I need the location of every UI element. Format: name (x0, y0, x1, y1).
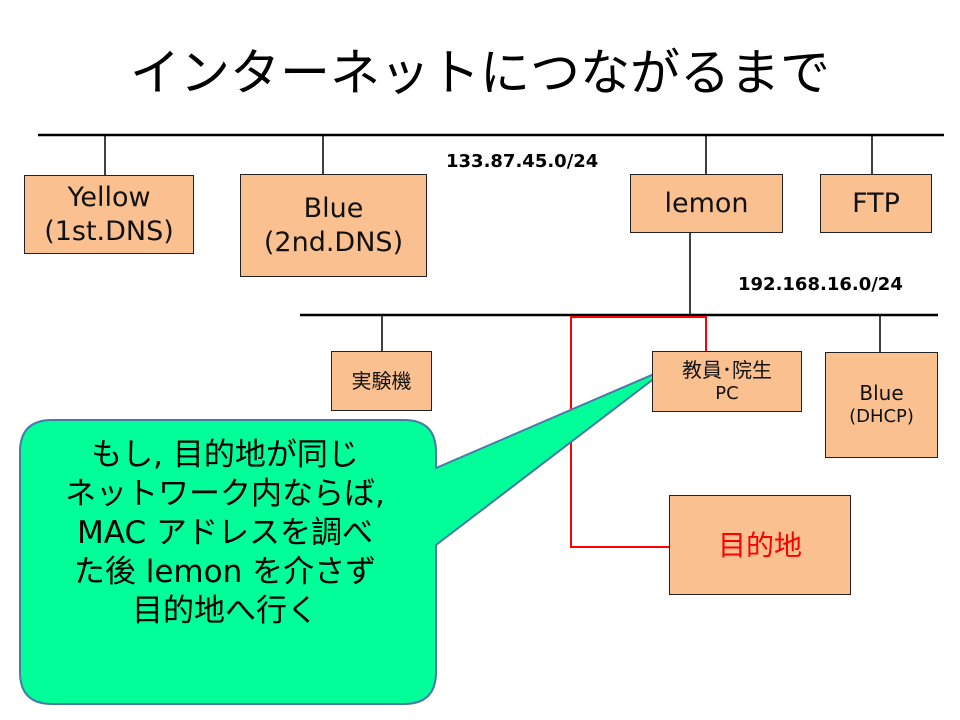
jikkenki-node: 実験機 (331, 351, 432, 411)
blue-dhcp-node: Blue (DHCP) (825, 352, 938, 458)
callout-line: ネットワーク内ならば, (65, 476, 385, 512)
callout-line: 目的地へ行く (132, 593, 318, 629)
dhcp-node-name: Blue (859, 381, 904, 406)
ftp-node-label: FTP (852, 187, 900, 219)
yellow-node-role: (1st.DNS) (44, 215, 174, 247)
callout-text: もし, 目的地が同じ ネットワーク内ならば, MAC アドレスを調べ た後 le… (20, 436, 430, 631)
blue-node-role: (2nd.DNS) (263, 226, 404, 258)
ftp-server-node: FTP (820, 174, 932, 233)
callout-line: た後 lemon を介さず (73, 554, 377, 590)
callout-bubble (19, 367, 669, 705)
slide-title: インターネットにつながるまで (130, 44, 830, 102)
destination-node: 目的地 (669, 495, 851, 595)
callout-line: もし, 目的地が同じ (91, 437, 359, 473)
lemon-router-node: lemon (630, 174, 783, 233)
staff-pc-name: 教員･院生 (682, 357, 772, 382)
dhcp-node-role: (DHCP) (849, 406, 914, 428)
staff-pc-type: PC (715, 382, 739, 404)
blue-dns-node: Blue (2nd.DNS) (240, 174, 427, 277)
callout-line: MAC アドレスを調べ (77, 515, 373, 551)
destination-node-label: 目的地 (717, 528, 802, 562)
outer-network-label: 133.87.45.0/24 (446, 151, 599, 172)
direct-route-line (570, 316, 707, 548)
yellow-dns-node: Yellow (1st.DNS) (24, 175, 194, 254)
staff-pc-node: 教員･院生 PC (652, 351, 802, 412)
lemon-node-label: lemon (664, 187, 749, 219)
blue-node-name: Blue (303, 192, 364, 224)
yellow-node-name: Yellow (67, 181, 151, 213)
inner-network-label: 192.168.16.0/24 (738, 274, 903, 295)
jikkenki-node-label: 実験機 (351, 368, 412, 393)
